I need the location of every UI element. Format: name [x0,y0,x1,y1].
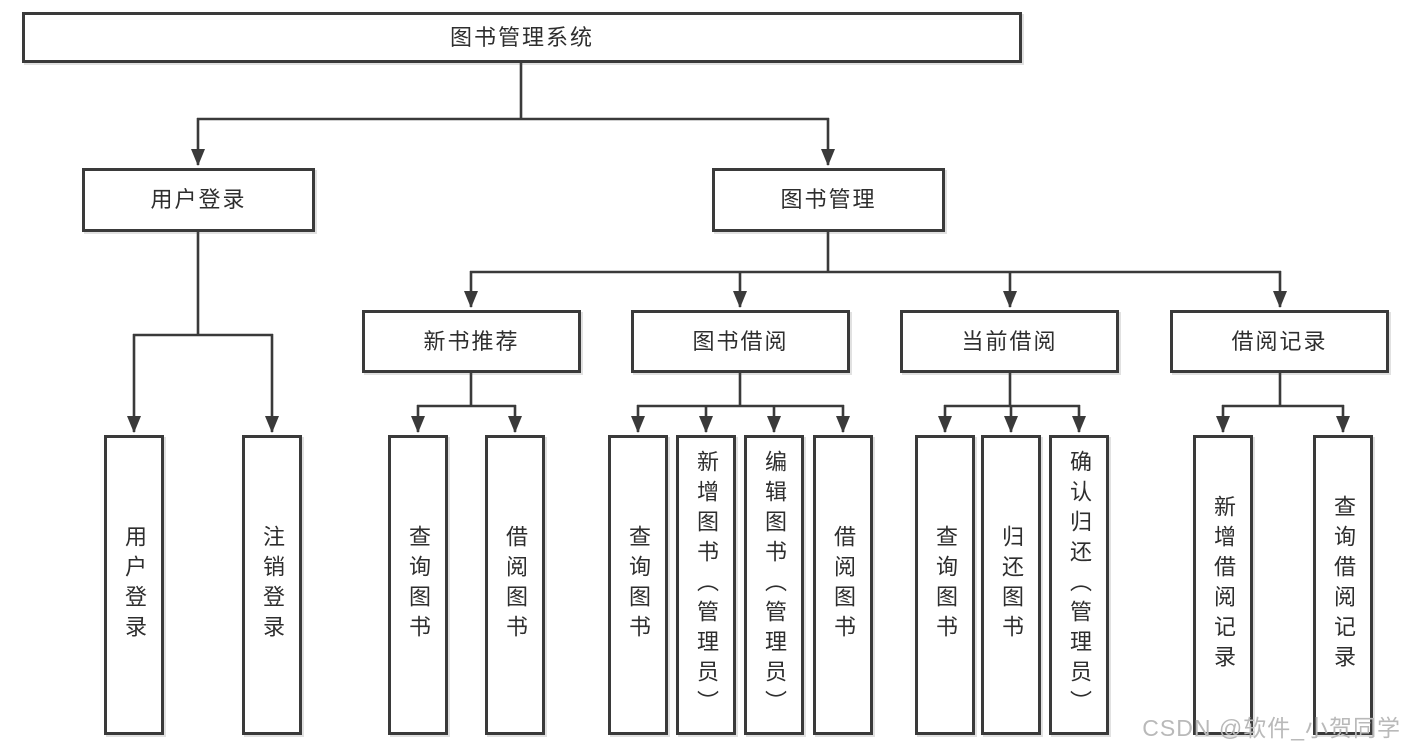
node-book-management: 图书管理 [712,168,945,232]
leaf-query-books-newbooks-label: 查询图书 [406,525,431,645]
leaf-borrow-books-newbooks: 借阅图书 [485,435,545,735]
node-borrow-records: 借阅记录 [1170,310,1389,373]
leaf-query-books-borrow-label: 查询图书 [626,525,651,645]
leaf-logout: 注销登录 [242,435,302,735]
leaf-query-books-current: 查询图书 [915,435,975,735]
node-book-borrow-label: 图书借阅 [692,328,789,354]
node-current-borrow: 当前借阅 [900,310,1119,373]
node-root-label: 图书管理系统 [449,24,594,50]
leaf-user-login: 用户登录 [104,435,164,735]
leaf-borrow-books-borrow-label: 借阅图书 [831,525,856,645]
leaf-add-book-admin: 新增图书（管理员） [676,435,736,735]
node-borrow-records-label: 借阅记录 [1231,328,1328,354]
node-user-login: 用户登录 [82,168,315,232]
node-current-borrow-label: 当前借阅 [961,328,1058,354]
leaf-confirm-return-admin: 确认归还（管理员） [1049,435,1109,735]
node-root-system: 图书管理系统 [22,12,1022,63]
leaf-query-borrow-record-label: 查询借阅记录 [1331,495,1356,675]
csdn-watermark: CSDN @软件_小贺同学 [1142,715,1401,741]
leaf-edit-book-admin-label: 编辑图书（管理员） [762,450,787,720]
leaf-user-login-label: 用户登录 [122,525,147,645]
leaf-borrow-books-newbooks-label: 借阅图书 [503,525,528,645]
leaf-query-books-borrow: 查询图书 [608,435,668,735]
leaf-edit-book-admin: 编辑图书（管理员） [744,435,804,735]
node-book-borrow: 图书借阅 [631,310,850,373]
leaf-borrow-books-borrow: 借阅图书 [813,435,873,735]
leaf-query-books-newbooks: 查询图书 [388,435,448,735]
leaf-logout-label: 注销登录 [260,525,285,645]
node-new-book-recommend: 新书推荐 [362,310,581,373]
leaf-confirm-return-admin-label: 确认归还（管理员） [1067,450,1092,720]
leaf-query-books-current-label: 查询图书 [933,525,958,645]
leaf-add-borrow-record-label: 新增借阅记录 [1211,495,1236,675]
leaf-return-book: 归还图书 [981,435,1041,735]
connector-lines [127,61,1350,433]
leaf-query-borrow-record: 查询借阅记录 [1313,435,1373,735]
leaf-add-book-admin-label: 新增图书（管理员） [694,450,719,720]
leaf-return-book-label: 归还图书 [999,525,1024,645]
node-book-management-label: 图书管理 [780,187,877,212]
leaf-add-borrow-record: 新增借阅记录 [1193,435,1253,735]
node-user-login-label: 用户登录 [150,187,247,212]
node-new-book-recommend-label: 新书推荐 [423,328,520,354]
